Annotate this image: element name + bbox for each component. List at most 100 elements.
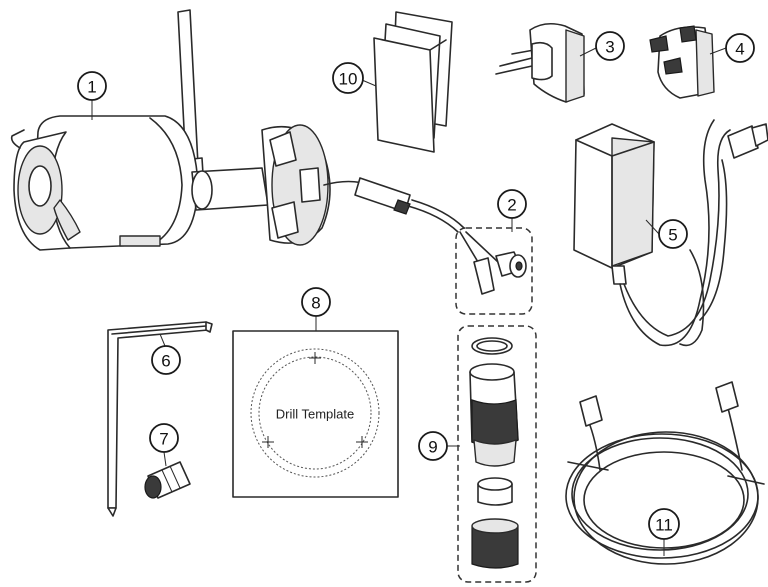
eu-plug-pin-1b	[495, 65, 533, 75]
connector-dc-pin	[515, 261, 523, 271]
camera-hood-tip	[10, 129, 25, 149]
wall-anchor-end	[144, 475, 162, 499]
leader-10	[361, 79, 377, 87]
adapter-cord-2	[623, 129, 731, 337]
adapter-strain-relief	[611, 265, 627, 285]
cable-tie-right	[727, 475, 765, 485]
waterproof-housing-grip	[471, 399, 519, 447]
drill-template-label: Drill Template	[276, 407, 355, 422]
camera-cable-b	[407, 205, 459, 233]
camera-label-plate	[119, 235, 161, 247]
uk-plug-pin-1	[649, 35, 669, 53]
connector-wire-2	[465, 231, 499, 263]
eu-plug-side	[565, 29, 585, 103]
callout-11: 11	[648, 508, 680, 540]
callout-label: 10	[339, 70, 358, 89]
leader-7	[163, 451, 167, 467]
callout-4: 4	[725, 33, 755, 63]
uk-plug-pin-3	[679, 25, 697, 43]
power-adapter	[573, 119, 768, 347]
eu-plug-pin-2	[511, 49, 535, 55]
callout-label: 2	[507, 196, 516, 215]
allen-wrench-edge	[111, 325, 207, 335]
camera-sensor	[53, 199, 81, 241]
leader-lines	[91, 47, 727, 556]
waterproof-seal-top	[477, 477, 513, 491]
callout-8: 8	[301, 287, 331, 317]
cable-coil-4	[573, 431, 759, 565]
template-circle-inner	[258, 356, 372, 470]
uk-plug	[649, 25, 715, 99]
callout-label: 9	[428, 438, 437, 457]
leader-3	[579, 47, 597, 57]
adapter-side	[611, 137, 655, 267]
wall-anchor-rib-1	[161, 469, 173, 493]
leader-5	[645, 219, 660, 235]
adapter-dc-tip	[751, 123, 768, 147]
callout-7: 7	[149, 423, 179, 453]
cable-tie-left	[567, 461, 609, 471]
callout-5: 5	[658, 219, 688, 249]
connector-plug	[473, 257, 495, 295]
waterproof-o-ring-inner	[476, 340, 508, 352]
wall-anchor	[144, 461, 191, 499]
callout-6: 6	[151, 345, 181, 375]
mount-tab-3	[299, 167, 321, 203]
waterproof-dashed-box	[457, 325, 537, 583]
rj45-plug-right	[715, 381, 739, 413]
adapter-cord-1	[619, 119, 715, 347]
allen-wrench-end	[205, 321, 213, 333]
camera-body-seam	[149, 117, 183, 246]
callout-10: 10	[332, 62, 364, 94]
mount-tab-1	[269, 131, 297, 167]
connector-wire-1	[459, 231, 479, 263]
eu-plug-pin-1	[499, 57, 533, 67]
connector-dashed-box	[455, 227, 533, 315]
cable-ferrite-band	[393, 199, 411, 215]
cable-connector	[455, 227, 533, 315]
uk-plug-side	[695, 29, 715, 97]
manual-fold	[429, 39, 447, 51]
manual-front-page	[373, 37, 435, 153]
cable-end-1	[587, 419, 601, 471]
network-cable	[565, 381, 765, 565]
camera-cable-c	[411, 199, 465, 229]
uk-plug-pin-2	[663, 57, 683, 75]
rj45-plug-left	[579, 395, 603, 427]
camera	[10, 9, 465, 251]
callout-3: 3	[595, 31, 625, 61]
camera-lens	[28, 165, 52, 207]
callout-label: 4	[735, 40, 744, 59]
wall-anchor-rib-2	[169, 465, 181, 489]
allen-wrench-tip	[107, 507, 117, 517]
adapter-cord-3	[699, 159, 728, 321]
cable-end-2	[727, 407, 743, 471]
adapter-dc-plug	[727, 125, 759, 159]
callout-label: 5	[668, 226, 677, 245]
manual	[373, 11, 453, 153]
waterproof-housing-top	[469, 363, 515, 381]
callout-9: 9	[418, 431, 448, 461]
callout-2: 2	[497, 189, 527, 219]
camera-arm-joint	[191, 170, 213, 210]
waterproof-cap-top	[471, 518, 519, 534]
template-mark-right	[356, 436, 368, 448]
callout-label: 11	[655, 516, 673, 535]
adapter-cord-loop	[679, 249, 705, 347]
cable-coil-2	[571, 437, 749, 551]
callout-label: 6	[161, 352, 170, 371]
callout-1: 1	[77, 71, 107, 101]
callout-label: 1	[87, 78, 96, 97]
leader-6	[159, 333, 166, 347]
waterproof-housing-thread	[473, 439, 517, 467]
mount-tab-2	[271, 201, 299, 239]
template-circle-outer	[250, 348, 380, 478]
template-mark-left	[262, 436, 274, 448]
template-mark-top	[309, 352, 321, 364]
drill-template: Drill Template	[232, 330, 399, 498]
waterproof-kit	[457, 325, 537, 583]
allen-wrench	[107, 321, 213, 517]
callout-label: 8	[311, 294, 320, 313]
